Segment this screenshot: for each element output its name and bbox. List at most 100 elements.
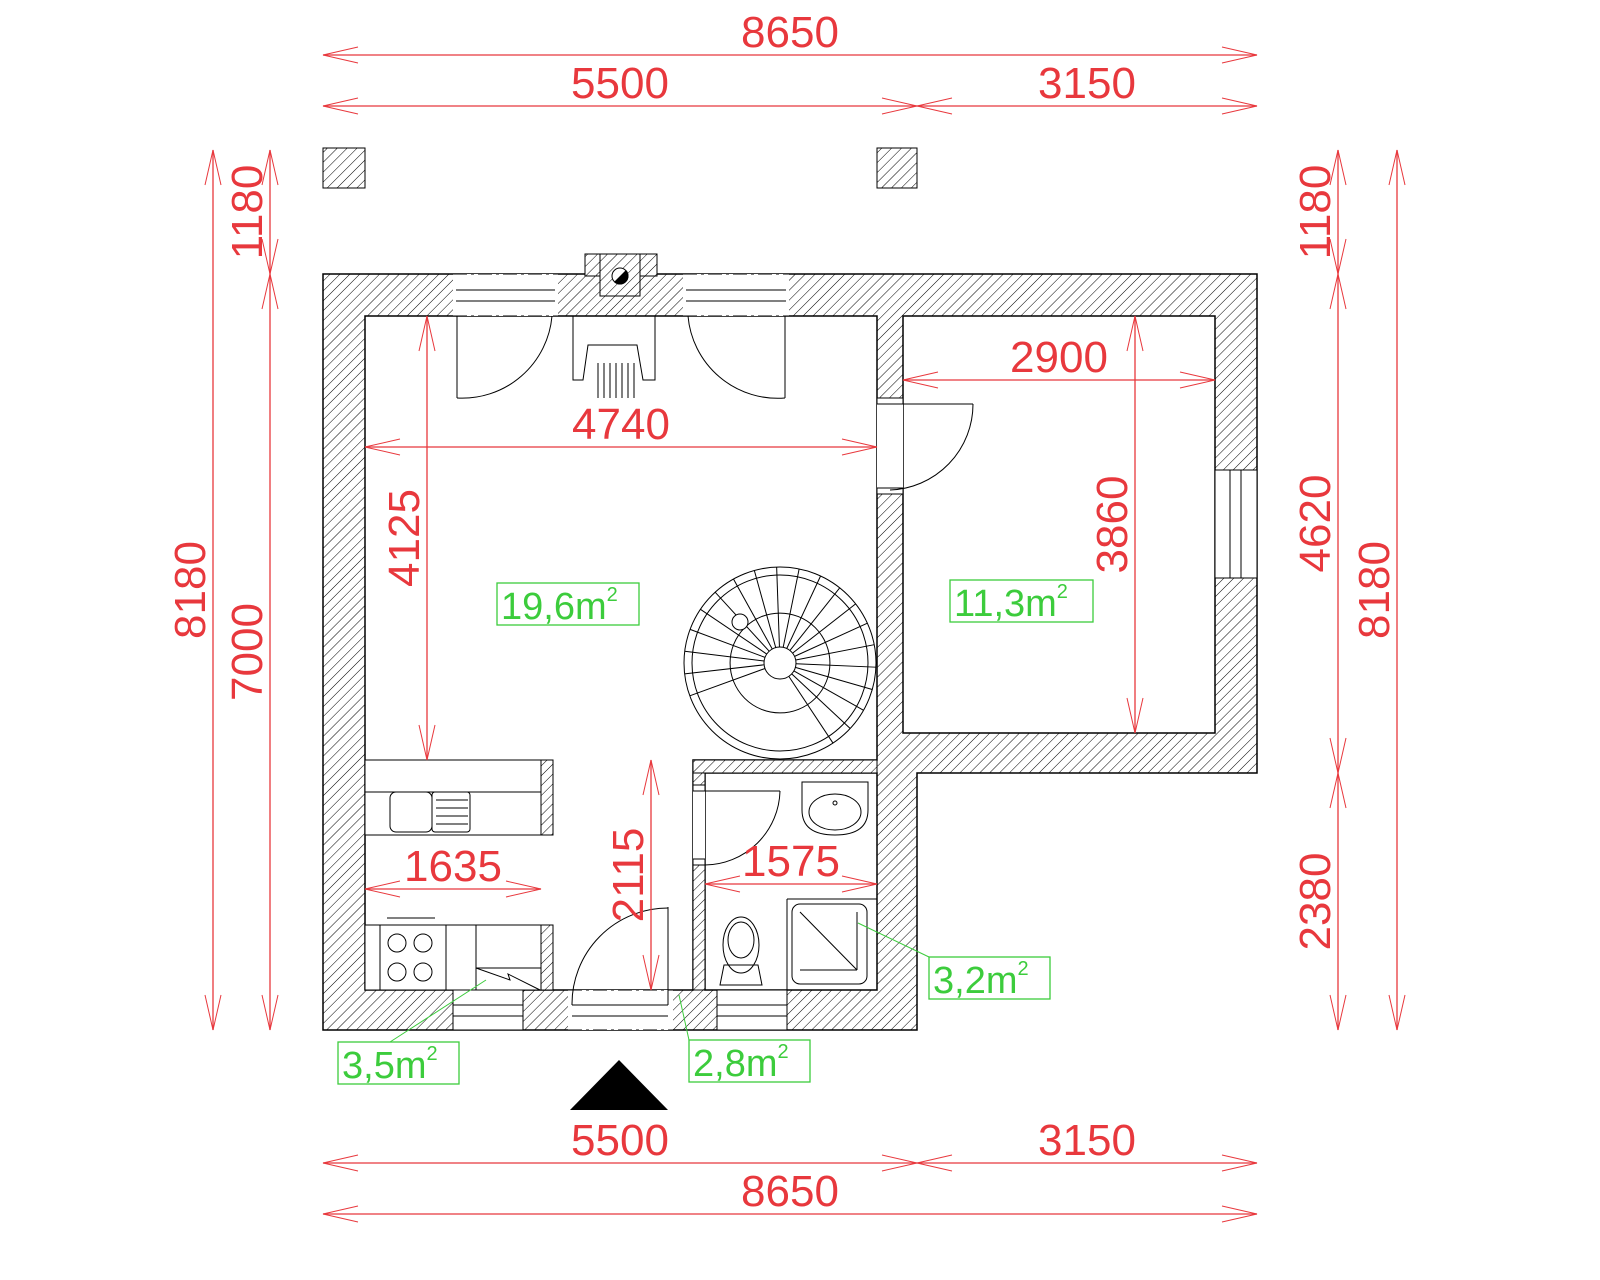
door-bathroom <box>692 784 781 866</box>
dimension-top-right: 3150 <box>916 59 1258 115</box>
dimension-value: 1635 <box>404 842 502 891</box>
area-value: 2,8m <box>693 1043 777 1085</box>
dimension-value: 4620 <box>1291 475 1340 573</box>
kitchen-counter-sink <box>364 759 554 836</box>
stair-tread <box>794 622 868 657</box>
kitchen-counter-stove <box>364 917 554 991</box>
dimension-bath-width: 1575 <box>704 837 878 893</box>
dimension-hall-depth: 2115 <box>604 759 660 991</box>
dimension-value: 2380 <box>1291 853 1340 951</box>
dimension-value: 2115 <box>604 828 653 923</box>
dimension-value: 3150 <box>1038 1116 1136 1165</box>
area-value: 3,5m <box>342 1045 426 1087</box>
stair-tread <box>684 650 765 662</box>
dimension-kitchen-width: 1635 <box>364 842 542 898</box>
dimension-value: 4125 <box>380 489 429 587</box>
dimension-left-total: 8180 <box>166 149 222 1031</box>
window-top-right <box>683 273 789 399</box>
toilet <box>719 916 763 986</box>
dimension-value: 7000 <box>223 603 272 701</box>
area-label-living: 19,6m2 <box>496 582 640 628</box>
dimension-value: 1180 <box>1291 165 1340 260</box>
stair-tread <box>795 644 875 661</box>
area-unit-exponent: 2 <box>1017 958 1028 980</box>
area-unit-exponent: 2 <box>1057 581 1068 603</box>
stair-tread <box>795 666 873 690</box>
area-value: 3,2m <box>933 960 1017 1002</box>
dimension-right-middle: 4620 <box>1291 273 1347 774</box>
stair-tread <box>700 608 768 655</box>
area-value: 19,6m <box>501 586 607 628</box>
svg-text:19,6m2: 19,6m2 <box>501 584 618 628</box>
svg-text:11,3m2: 11,3m2 <box>954 581 1068 625</box>
stair-tread <box>689 668 766 697</box>
dimension-value: 8180 <box>166 541 215 639</box>
fireplace <box>572 316 656 398</box>
dimension-top-total: 8650 <box>322 8 1258 64</box>
dimension-value: 4740 <box>572 400 670 449</box>
stair-tread <box>753 570 777 648</box>
dimension-value: 8180 <box>1350 541 1399 639</box>
stair-tread <box>792 603 856 654</box>
area-label-bath: 3,2m2 <box>857 922 1051 1002</box>
dimension-value: 3150 <box>1038 59 1136 108</box>
dimension-left-upper: 1180 <box>223 149 279 275</box>
area-unit-exponent: 2 <box>426 1043 437 1065</box>
area-value: 11,3m <box>954 583 1057 625</box>
bathroom <box>704 772 878 991</box>
svg-text:3,2m2: 3,2m2 <box>933 958 1029 1002</box>
room <box>902 315 1216 734</box>
dimension-right-lower: 2380 <box>1291 772 1347 1031</box>
stair-tread <box>793 670 864 711</box>
stair-tread <box>733 578 773 650</box>
stair-tread <box>689 628 766 658</box>
washbasin <box>801 781 869 836</box>
stair-tread <box>791 673 851 729</box>
svg-text:2,8m2: 2,8m2 <box>693 1041 789 1085</box>
area-label-hall: 2,8m2 <box>678 994 811 1085</box>
stair-tread <box>788 676 834 744</box>
dimension-left-lower: 7000 <box>223 273 279 1031</box>
dimension-top-left: 5500 <box>322 59 918 115</box>
area-unit-exponent: 2 <box>607 584 618 606</box>
spiral-staircase <box>683 566 877 760</box>
dimension-right-total: 8180 <box>1350 149 1406 1031</box>
dimension-bottom-total: 8650 <box>322 1167 1258 1223</box>
window-kitchen <box>452 989 524 1031</box>
area-label-kitchen: 3,5m2 <box>337 979 487 1087</box>
door-room <box>876 397 974 495</box>
stair-tread <box>776 567 780 648</box>
dimension-right-upper: 1180 <box>1291 149 1347 275</box>
column-left <box>322 147 366 189</box>
window-bathroom <box>716 989 788 1031</box>
dimension-value: 3860 <box>1088 476 1137 574</box>
dimension-value: 8650 <box>741 1167 839 1216</box>
dimension-room-width: 2900 <box>902 333 1216 389</box>
entrance-door <box>568 907 673 1031</box>
dimension-lines: 8650 5500 3150 5500 3150 8650 8180 1180 7000 1180… <box>166 8 1406 1223</box>
stair-tread <box>782 568 800 648</box>
stair-tread <box>795 663 876 668</box>
shower <box>786 898 877 990</box>
area-label-room: 11,3m2 <box>949 579 1094 625</box>
dimension-value: 1575 <box>742 837 840 886</box>
dimension-living-width: 4740 <box>364 400 878 456</box>
stair-tread <box>789 587 841 651</box>
window-top-left <box>453 273 558 399</box>
column-right <box>876 147 918 189</box>
svg-text:3,5m2: 3,5m2 <box>342 1043 438 1087</box>
dimension-room-depth: 3860 <box>1088 315 1144 734</box>
dimension-value: 5500 <box>571 59 669 108</box>
dimension-value: 1180 <box>223 165 272 260</box>
dimension-value: 8650 <box>741 8 839 57</box>
dimension-living-depth: 4125 <box>380 315 436 761</box>
dimension-value: 2900 <box>1010 333 1108 382</box>
dimension-bottom-right: 3150 <box>916 1116 1258 1172</box>
stair-tread <box>684 664 765 675</box>
dimension-value: 5500 <box>571 1116 669 1165</box>
dimension-bottom-left: 5500 <box>322 1116 918 1172</box>
stair-tread <box>786 575 822 649</box>
window-right <box>1214 469 1258 579</box>
